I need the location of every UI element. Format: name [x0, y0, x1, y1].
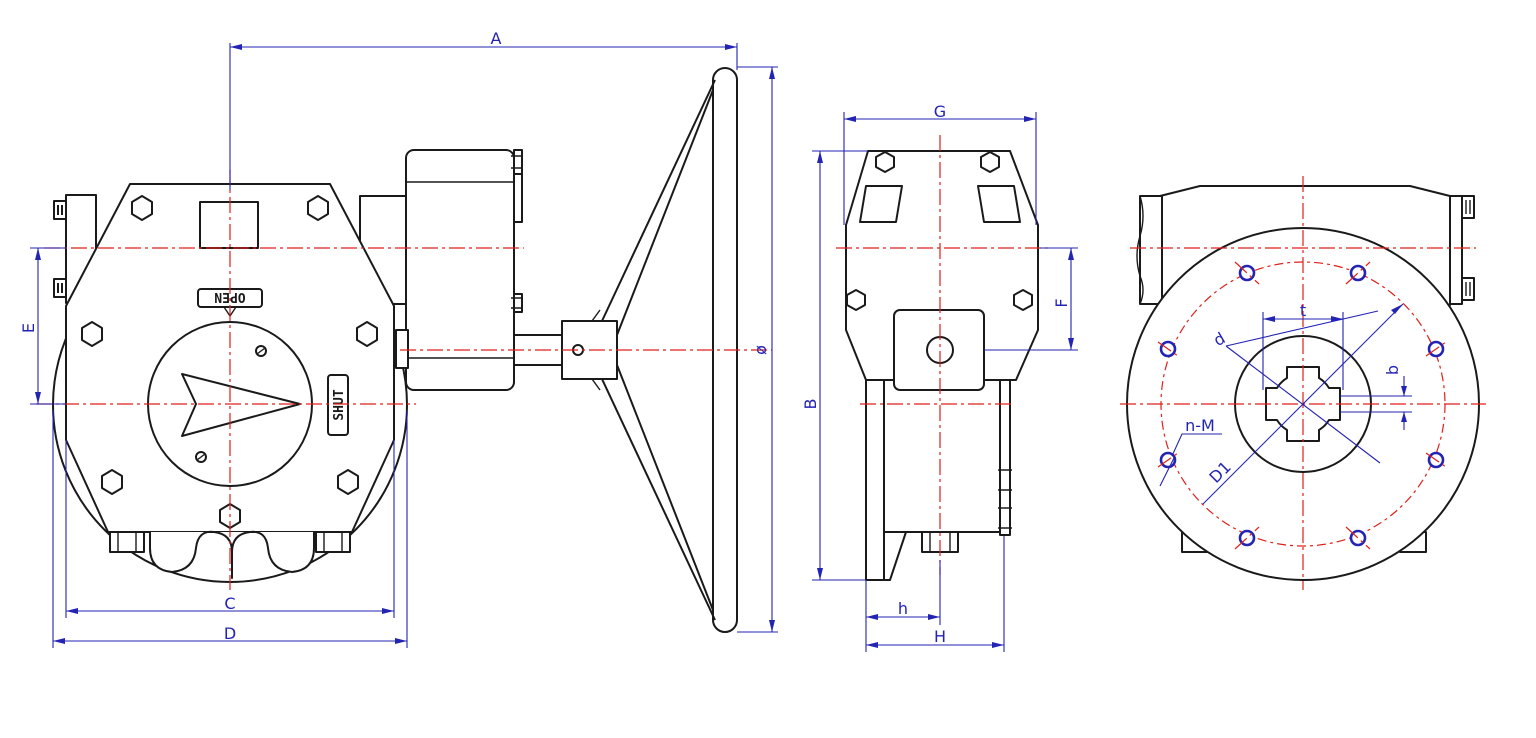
dial-screw-top: [255, 345, 267, 357]
shut-label: SHUT: [332, 389, 347, 420]
side-window-right: [977, 185, 1021, 223]
dim-label-A: A: [491, 29, 502, 48]
housing-shaft-boss: [395, 329, 409, 369]
dim-label-B: B: [801, 399, 820, 410]
dim-label-G: G: [934, 102, 946, 121]
boss-bolt-upper: [53, 200, 67, 220]
side-lower-housing: [865, 379, 1003, 533]
bottom-bolt-left: [109, 531, 145, 553]
dim-label-C: C: [224, 594, 235, 613]
dim-label-nM: n-M: [1185, 416, 1215, 435]
dial-arrow: [181, 373, 301, 437]
hole-center-ticks: [1157, 261, 1447, 550]
open-label: OPEN: [214, 289, 245, 304]
bottom-scallops: [149, 530, 315, 579]
dim-label-H: H: [934, 627, 946, 646]
dim-label-phi: ø: [751, 345, 770, 355]
worm-housing: [405, 149, 515, 391]
front-view: OPEN SHUT: [19, 29, 778, 648]
dim-label-F: F: [1052, 298, 1071, 307]
boss-bolt-lower: [53, 278, 67, 298]
bottom-view: t d b D1 n-M: [1120, 176, 1486, 590]
shut-label-box: [327, 374, 349, 436]
dim-label-D: D: [224, 624, 236, 643]
dim-label-E: E: [19, 323, 38, 333]
dial-screw-bottom: [195, 451, 207, 463]
dim-label-t: t: [1300, 301, 1306, 320]
bottom-bolt-right: [315, 531, 351, 553]
side-flange: [865, 379, 885, 581]
dim-label-h: h: [898, 599, 908, 618]
bottom-left-boss: [1139, 195, 1163, 305]
dim-label-b: b: [1383, 365, 1402, 375]
side-window-left: [859, 185, 903, 223]
indicator-window: [199, 201, 259, 249]
side-view: G B F h H: [801, 102, 1078, 652]
housing-end-cap: [513, 173, 523, 223]
